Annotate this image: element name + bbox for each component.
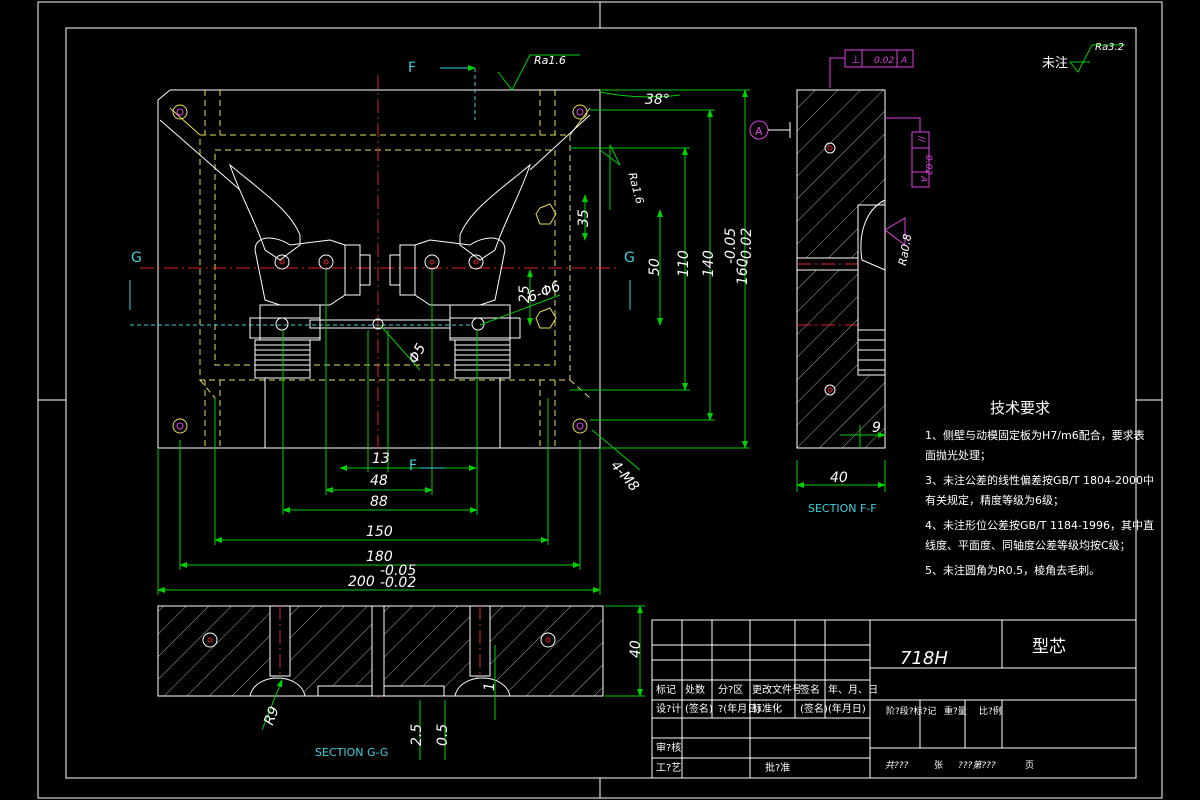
roughness-section-side: Ra0.8 (896, 233, 914, 267)
tb-cell: 设?计 (656, 702, 681, 715)
dim-1: 1 (482, 682, 498, 691)
section-ff-title: SECTION F-F (808, 502, 877, 515)
dim-dia5: Φ5 (406, 341, 430, 366)
section-ff-view (749, 44, 1125, 492)
tb-sheet-no: ???第??? (958, 760, 996, 771)
dim-160-tol-up: -0.05 (723, 228, 739, 264)
drawing-frame (37, 1, 1163, 799)
tb-cell: 更改文件号 (752, 683, 802, 696)
tb-page-word: 页 (1025, 760, 1034, 771)
main-view (130, 68, 620, 460)
roughness-corner-label: 未注 (1042, 56, 1068, 71)
dim-48: 48 (370, 473, 388, 489)
gdt-par-symbol: // (916, 136, 926, 143)
dim-ff-9: 9 (872, 420, 881, 436)
dim-160-tol-dn: -0.02 (739, 228, 755, 264)
dim-200-tol-dn: -0.02 (380, 575, 416, 591)
dim-200-tol-up: -0.05 (380, 563, 416, 579)
tb-cell: 标记 (656, 684, 676, 696)
dim-gg-40: 40 (628, 640, 644, 658)
tech-note-line: 面抛光处理； (925, 448, 991, 462)
dim-150: 150 (366, 524, 393, 540)
material-label: 718H (900, 648, 948, 669)
part-name: 型芯 (1032, 637, 1066, 657)
tb-cell: (签名) (800, 702, 828, 715)
dim-2-5: 2.5 (409, 724, 425, 746)
dim-13: 13 (372, 451, 390, 467)
tech-note-line: 有关规定，精度等级为6级； (925, 493, 1064, 507)
tb-stage-col: 比?例 (979, 705, 1002, 717)
gdt-perp-ref: A (900, 56, 907, 66)
tb-cell: 处数 (685, 683, 705, 696)
dim-r9: R9 (261, 704, 282, 727)
dim-25: 25 (517, 285, 533, 303)
section-label-f-bottom: F (409, 458, 417, 474)
gdt-par-ref: A (918, 175, 928, 182)
tb-cell: (签名) (685, 702, 713, 715)
dim-35: 35 (576, 209, 592, 227)
angle-label: 38° (645, 92, 670, 108)
tb-stage-col: 重?量 (944, 705, 967, 717)
section-label-g-right: G (624, 250, 635, 266)
tech-note-line: 1、侧壁与动模固定板为H7/m6配合，要求表 (925, 428, 1145, 442)
section-label-f-top: F (408, 60, 416, 76)
datum-a-label: A (755, 125, 763, 138)
dim-50: 50 (647, 258, 663, 276)
tech-note-line: 3、未注公差的线性偏差按GB/T 1804-2000中 (925, 473, 1154, 487)
tech-note-line: 5、未注圆角为R0.5，棱角去毛刺。 (925, 563, 1100, 577)
gdt-perp-symbol: ⊥ (851, 53, 861, 66)
gdt-par-tol: 0.02 (923, 155, 933, 175)
dim-200: 200 (348, 574, 375, 590)
tb-cell: 年、月、日 (828, 683, 878, 696)
tech-note-line: 4、未注形位公差按GB/T 1184-1996，其中直 (925, 518, 1154, 532)
tb-cell: 批?准 (765, 761, 790, 774)
dim-88: 88 (370, 494, 388, 510)
tb-cell: 审?核 (656, 741, 681, 754)
dim-180: 180 (366, 549, 393, 565)
tb-stage-col: 阶?段?标?记 (886, 705, 936, 717)
roughness-corner-value: Ra3.2 (1095, 42, 1124, 53)
dim-140: 140 (701, 250, 717, 277)
dim-ff-40: 40 (830, 470, 848, 486)
tb-cell: ?(年月日) (718, 702, 761, 715)
tb-sheet-word: 张 (934, 760, 943, 771)
tb-cell: 标准化 (752, 702, 782, 715)
section-label-g-left: G (131, 250, 142, 266)
dim-160: 160 (735, 258, 751, 285)
dim-4-m8: 4-M8 (607, 458, 642, 495)
tb-cell: 签名 (800, 683, 820, 696)
title-block (651, 619, 1137, 779)
section-gg-title: SECTION G-G (315, 746, 388, 759)
dim-110: 110 (676, 250, 692, 277)
tech-note-line: 线度、平面度、同轴度公差等级均按C级； (925, 538, 1131, 552)
dim-6-holes: 6-Φ6 (526, 278, 563, 306)
tb-cell: 分?区 (718, 684, 743, 696)
tb-cell: (年月日) (828, 702, 866, 715)
tech-notes-heading: 技术要求 (990, 399, 1050, 417)
roughness-right-face: Ra1.6 (625, 171, 646, 205)
tb-sheet-total: 共??? (885, 760, 909, 771)
tb-cell: 工?艺 (656, 762, 681, 774)
dim-0-5: 0.5 (435, 724, 451, 746)
roughness-top: Ra1.6 (534, 54, 566, 67)
gdt-perp-tol: 0.02 (874, 56, 894, 66)
section-gg-view (157, 605, 645, 760)
main-view-dimensions (129, 54, 750, 595)
